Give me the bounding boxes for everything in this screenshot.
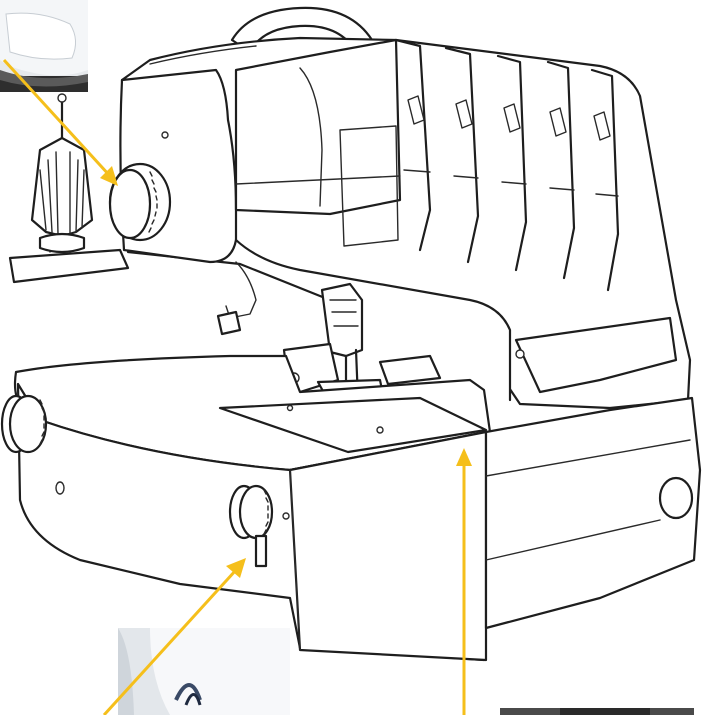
overlock-machine-line-art — [0, 6, 702, 662]
front-adjustment-knob — [228, 484, 274, 568]
inset-photo-bottom-left — [118, 628, 290, 715]
needle-plate-callout-arrow — [456, 448, 472, 715]
thread-stand — [8, 93, 130, 284]
handwheel-callout-arrow — [2, 58, 118, 186]
left-dial — [0, 394, 48, 454]
callout-arrows — [2, 58, 472, 715]
tension-dials — [394, 38, 620, 292]
front-knob-callout-arrow — [102, 558, 246, 715]
inset-photo-top-left — [0, 0, 88, 92]
inset-photo-bottom-right — [500, 708, 694, 715]
needle-plate — [218, 396, 488, 454]
handwheel — [108, 162, 172, 242]
